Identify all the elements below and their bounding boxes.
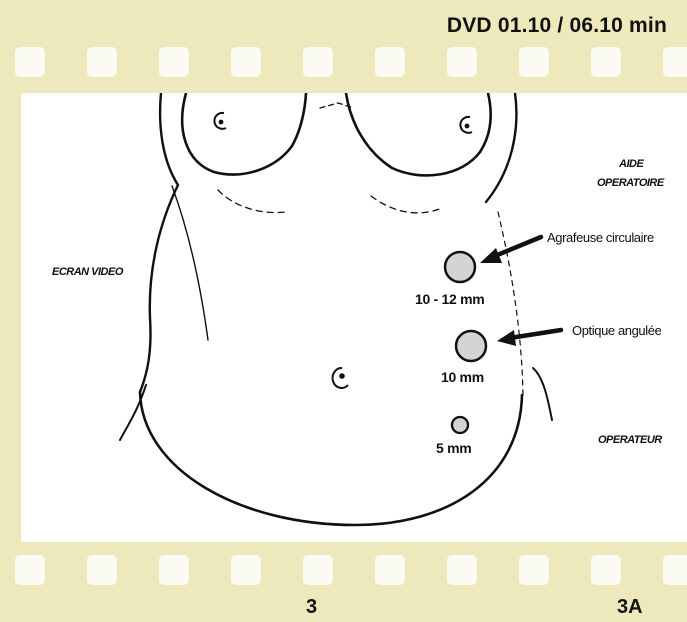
sprocket-hole [231,555,261,585]
instrument-label-stapler: Agrafeuse circulaire [547,230,654,245]
sprocket-hole [15,555,45,585]
instrument-label-optic: Optique angulée [572,323,661,338]
trocar-size-label: 10 mm [441,369,484,385]
sprocket-hole [375,47,405,77]
sprocket-hole [447,47,477,77]
assistant-label-line1: AIDE [619,158,643,170]
sprocket-hole [663,555,687,585]
sprocket-hole [519,555,549,585]
sprocket-hole [87,47,117,77]
trocar-5mm [452,417,468,433]
sprocket-hole [591,555,621,585]
sprocket-hole [663,47,687,77]
sprocket-hole [159,555,189,585]
frame-id: 3A [617,596,643,619]
screen-position-label: ECRAN VIDEO [52,266,123,278]
dvd-timecode-label: DVD 01.10 / 06.10 min [447,14,667,38]
trocar-10-12mm [445,252,475,282]
trocar-size-label: 10 - 12 mm [415,291,484,307]
sprocket-hole [15,47,45,77]
sprocket-hole [159,47,189,77]
assistant-label-line2: OPERATOIRE [597,177,664,189]
sprocket-hole [231,47,261,77]
sprocket-hole [591,47,621,77]
sprocket-hole [87,555,117,585]
trocar-10mm [456,331,486,361]
diagram-frame [21,93,687,542]
frame-number: 3 [306,596,317,619]
sprocket-hole [447,555,477,585]
sprocket-hole [519,47,549,77]
surgeon-position-label: OPERATEUR [598,434,662,446]
sprocket-hole [303,555,333,585]
trocar-size-label: 5 mm [436,440,471,456]
sprocket-hole [375,555,405,585]
sprocket-hole [303,47,333,77]
